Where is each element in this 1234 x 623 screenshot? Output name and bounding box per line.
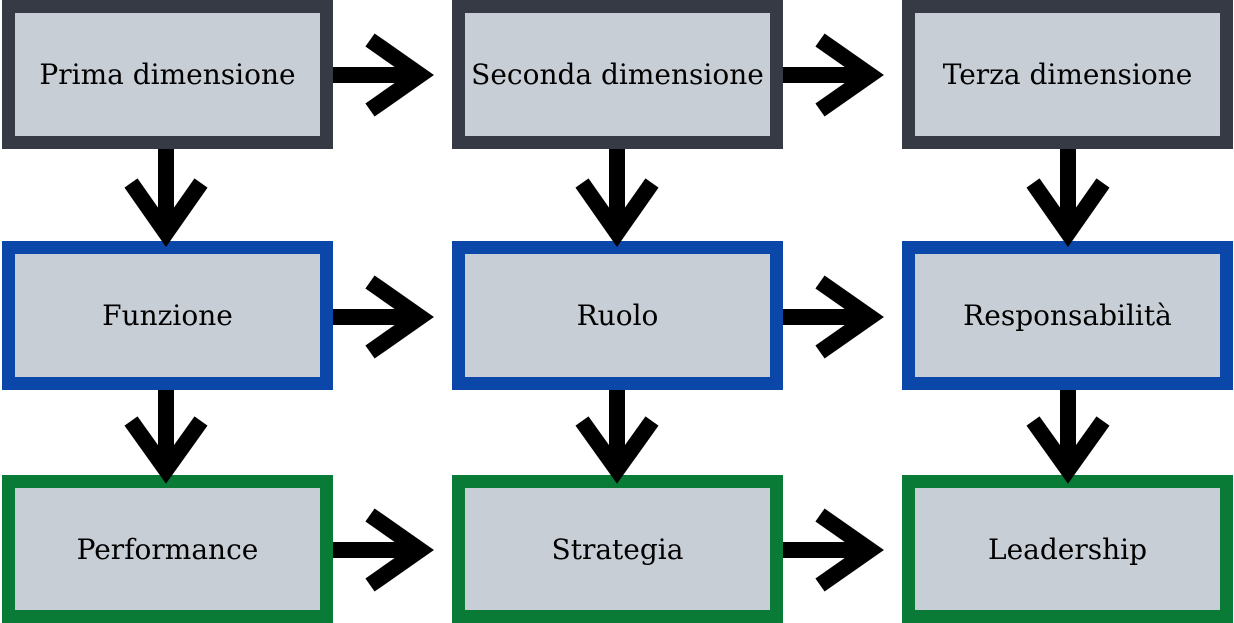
box-leadership: Leadership — [902, 475, 1233, 623]
arrow-right-icon — [783, 508, 884, 592]
arrow-down-icon — [124, 149, 208, 247]
box-responsabilita: Responsabilità — [902, 241, 1233, 390]
box-seconda-dimensione: Seconda dimensione — [452, 0, 783, 149]
box-label: Leadership — [987, 532, 1148, 566]
arrow-right-icon — [333, 275, 434, 359]
box-label: Ruolo — [576, 299, 659, 332]
box-performance: Performance — [2, 475, 333, 623]
arrow-right-icon — [783, 33, 884, 117]
box-prima-dimensione: Prima dimensione — [2, 0, 333, 149]
box-label: Funzione — [102, 299, 233, 332]
box-label: Responsabilità — [963, 299, 1172, 332]
arrow-down-icon — [575, 149, 659, 247]
arrow-down-icon — [575, 390, 659, 484]
arrow-right-icon — [333, 33, 434, 117]
box-label: Performance — [76, 532, 259, 566]
box-label: Seconda dimensione — [471, 58, 764, 91]
box-terza-dimensione: Terza dimensione — [902, 0, 1233, 149]
arrow-down-icon — [124, 390, 208, 484]
arrow-down-icon — [1026, 390, 1110, 484]
box-label: Terza dimensione — [942, 58, 1193, 91]
arrow-right-icon — [783, 275, 884, 359]
box-label: Prima dimensione — [39, 58, 296, 91]
arrow-down-icon — [1026, 149, 1110, 247]
box-label: Strategia — [551, 532, 684, 566]
box-funzione: Funzione — [2, 241, 333, 390]
box-ruolo: Ruolo — [452, 241, 783, 390]
arrow-right-icon — [333, 508, 434, 592]
box-strategia: Strategia — [452, 475, 783, 623]
